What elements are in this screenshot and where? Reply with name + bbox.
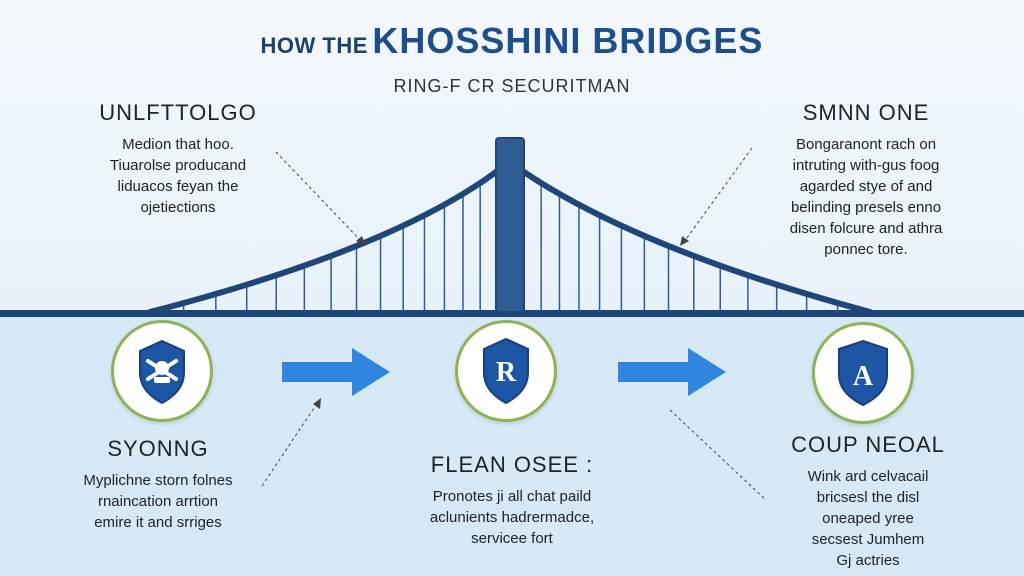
step-line: secsest Jumhem [811,531,925,548]
shield-r-icon: R [455,320,557,422]
step-heading: COUP NEOAL [791,432,945,457]
pointer-top-left-head [356,236,366,246]
pointer-bottom-right [669,409,767,501]
step-line: Pronotes ji all chat paild [432,488,592,505]
arrow-right-icon [282,348,390,396]
top-right-line: Bongaranont rach on [795,136,937,153]
pointer-top-left [275,151,363,243]
step-heading: SYONNG [107,436,209,461]
step-line: aclunients hadrermadce, [429,509,595,526]
step-line: bricsesl the disl [816,489,920,506]
step-line: Gj actries [836,552,900,569]
title-prefix: HOW THE [260,33,368,58]
pointer-bottom-left [261,401,319,487]
step-line: Wink ard celvacail [807,468,929,485]
bridge-hangers [182,183,839,311]
step-flean-osee: FLEAN OSEE : Pronotes ji all chat paild … [392,452,632,549]
shield-emblem-icon [111,320,213,422]
pointer-top-right [683,147,753,243]
top-right-line: ponnec tore. [824,241,908,258]
top-right-line: intruting with-gus foog [792,157,940,174]
step-line: oneaped yree [822,510,914,527]
top-left-heading: UNLFTTOLGO [99,100,257,125]
top-left-line: liduacos feyan the [117,178,239,195]
step-coup-neoal: COUP NEOAL Wink ard celvacail bricsesl t… [758,432,978,571]
shield-r-glyph: R [496,357,517,388]
top-left-line: Medion that hoo. [122,136,234,153]
subtitle: RING-F CR SECURITMAN [393,76,631,96]
step-syonng: SYONNG Myplichne storn folnes rnaincatio… [48,436,268,533]
title-main: KHOSSHINI BRIDGES [372,20,764,61]
bridge-deck [0,310,1024,317]
shield-a-glyph: A [853,361,874,392]
top-right-line: agarded stye of and [799,178,933,195]
arrow-right-icon [618,348,726,396]
step-line: Myplichne storn folnes [83,472,233,489]
top-right-heading: SMNN ONE [802,100,930,125]
step-line: rnaincation arrtion [97,493,219,510]
right-main-cable [521,169,873,315]
top-left-line: Tiuarolse producand [109,157,247,174]
pointer-top-right-head [680,236,689,246]
top-right-line: belinding presels enno [790,199,942,216]
page-title: HOW THE KHOSSHINI BRIDGES [0,20,1024,62]
left-main-cable [147,169,499,315]
top-right-note: SMNN ONE Bongaranont rach on intruting w… [742,100,990,260]
top-left-note: UNLFTTOLGO Medion that hoo. Tiuarolse pr… [58,100,298,218]
step-line: servicee fort [471,530,553,547]
pointer-bottom-left-head [313,398,321,409]
step-heading: FLEAN OSEE : [430,452,594,477]
top-left-line: ojetiections [140,199,216,216]
top-right-line: disen folcure and athra [789,220,943,237]
bridge-tower [495,137,525,313]
step-line: emire it and srriges [94,514,222,531]
shield-a-icon: A [812,322,914,424]
